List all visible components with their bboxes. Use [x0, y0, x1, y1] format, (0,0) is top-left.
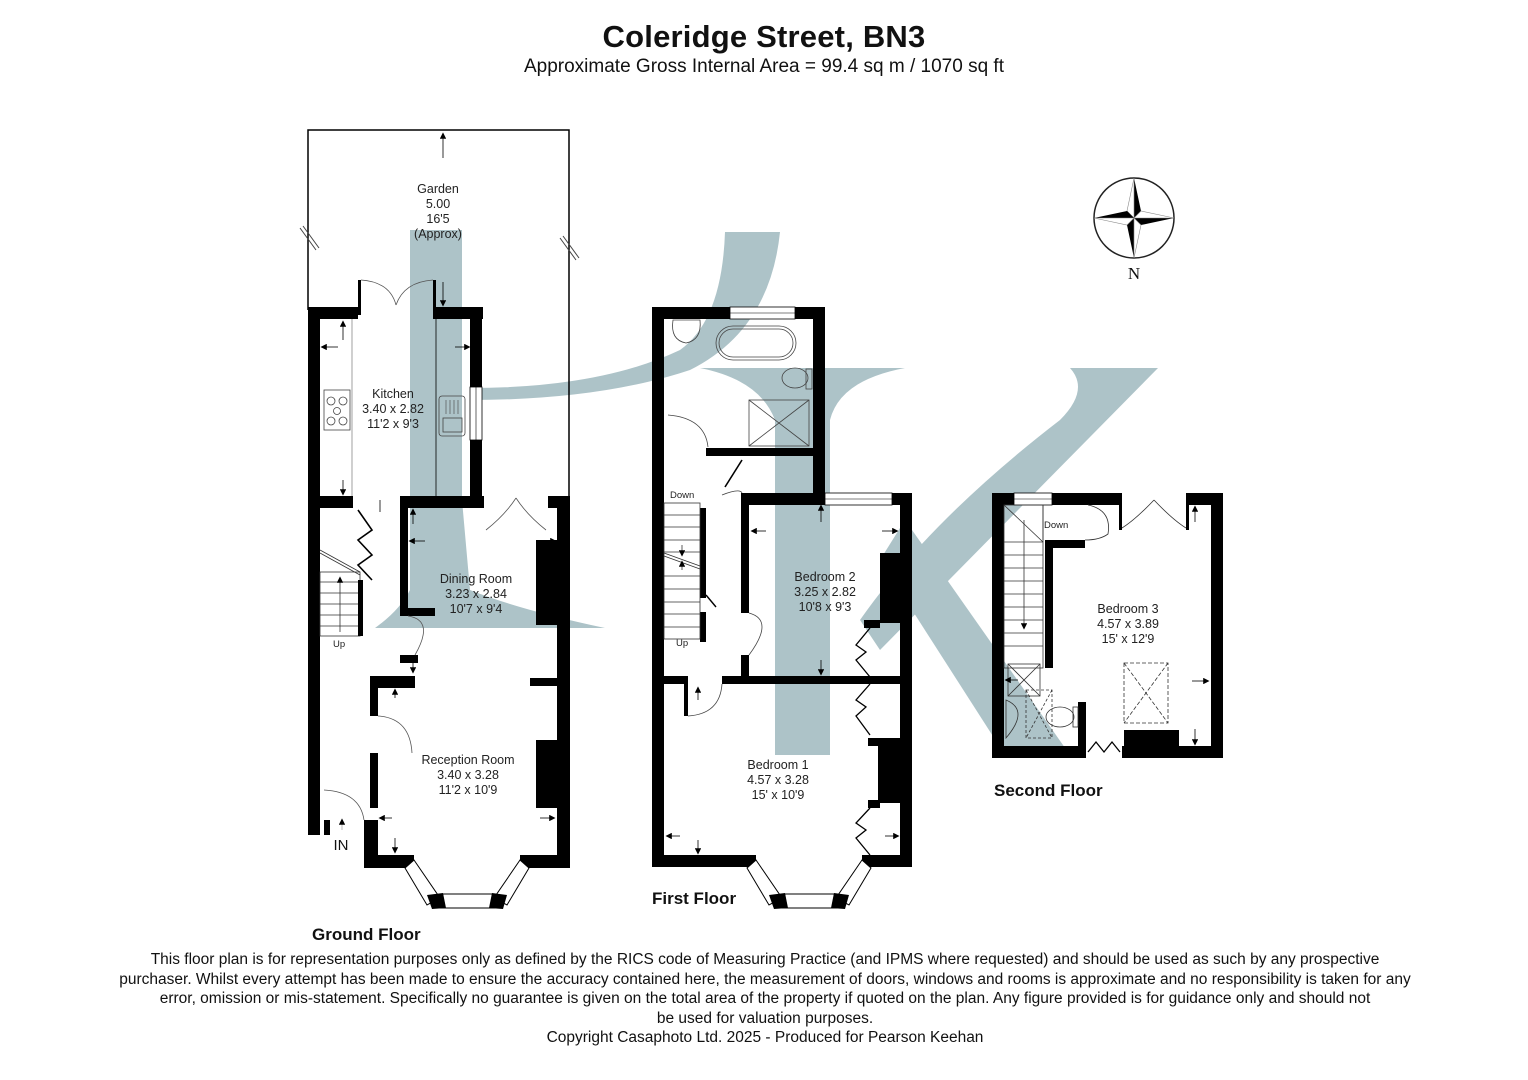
- svg-text:Bedroom 2: Bedroom 2: [794, 570, 855, 584]
- svg-text:3.25 x 2.82: 3.25 x 2.82: [794, 585, 856, 599]
- bathroom-fixtures: [667, 319, 813, 717]
- svg-text:10'8 x 9'3: 10'8 x 9'3: [799, 600, 852, 614]
- svg-text:15' x 12'9: 15' x 12'9: [1102, 632, 1155, 646]
- svg-text:3.40 x 3.28: 3.40 x 3.28: [437, 768, 499, 782]
- second-stairs-down-label: Down: [1044, 520, 1068, 531]
- svg-text:Reception Room: Reception Room: [421, 753, 514, 767]
- room-bedroom-1: Bedroom 1 4.57 x 3.28 15' x 10'9: [747, 758, 809, 802]
- svg-text:11'2 x 9'3: 11'2 x 9'3: [367, 417, 419, 431]
- svg-text:Bedroom 1: Bedroom 1: [747, 758, 808, 772]
- compass-rose-icon: [1093, 177, 1175, 259]
- svg-text:3.40 x 2.82: 3.40 x 2.82: [362, 402, 424, 416]
- copyright: Copyright Casaphoto Ltd. 2025 - Produced…: [546, 1029, 984, 1046]
- ground-floor-plan: Up Garden 5.00 16'5 (Approx) Kit: [299, 129, 580, 944]
- disclaimer-line: This floor plan is for representation pu…: [150, 951, 1380, 968]
- disclaimer: This floor plan is for representation pu…: [70, 950, 1460, 1048]
- svg-text:15' x 10'9: 15' x 10'9: [752, 788, 805, 802]
- ground-stairs-up-label: Up: [333, 639, 345, 650]
- second-floor-plan: Down Bedroom 3 4.57 x 3.89 15' x 12'9 Se…: [992, 492, 1223, 800]
- svg-text:Kitchen: Kitchen: [372, 387, 414, 401]
- first-floor-plan: Down Up Bedroom 2 3.25 x 2.82 10'8 x 9'3…: [652, 306, 912, 909]
- page-title: Coleridge Street, BN3: [602, 19, 926, 54]
- disclaimer-line: be used for valuation purposes.: [656, 1009, 874, 1027]
- second-floor-label: Second Floor: [994, 781, 1103, 800]
- room-kitchen: Kitchen 3.40 x 2.82 11'2 x 9'3: [362, 387, 424, 431]
- hob-icon: [323, 389, 351, 431]
- compass-north-label: N: [1128, 264, 1140, 283]
- disclaimer-line: purchaser. Whilst every attempt has been…: [119, 970, 1411, 988]
- ground-floor-label: Ground Floor: [312, 925, 421, 944]
- room-garden: Garden 5.00 16'5 (Approx): [414, 182, 462, 241]
- svg-text:(Approx): (Approx): [414, 227, 462, 241]
- svg-text:11'2 x 10'9: 11'2 x 10'9: [439, 783, 498, 797]
- first-stairs-down-label: Down: [670, 490, 694, 501]
- room-reception: Reception Room 3.40 x 3.28 11'2 x 10'9: [421, 753, 514, 797]
- svg-text:3.23 x 2.84: 3.23 x 2.84: [445, 587, 507, 601]
- room-bedroom-3: Bedroom 3 4.57 x 3.89 15' x 12'9: [1097, 602, 1159, 646]
- entrance-label: IN: [334, 837, 349, 854]
- svg-text:16'5: 16'5: [426, 212, 449, 226]
- first-stairs-up-label: Up: [676, 638, 688, 649]
- svg-text:Bedroom 3: Bedroom 3: [1097, 602, 1158, 616]
- svg-text:10'7 x 9'4: 10'7 x 9'4: [450, 602, 503, 616]
- gross-internal-area: Approximate Gross Internal Area = 99.4 s…: [523, 56, 1004, 77]
- svg-text:4.57 x 3.28: 4.57 x 3.28: [747, 773, 809, 787]
- svg-text:5.00: 5.00: [426, 197, 450, 211]
- room-bedroom-2: Bedroom 2 3.25 x 2.82 10'8 x 9'3: [794, 570, 856, 614]
- header: Coleridge Street, BN3 Approximate Gross …: [0, 18, 1528, 78]
- svg-text:Garden: Garden: [417, 182, 459, 196]
- svg-text:4.57 x 3.89: 4.57 x 3.89: [1097, 617, 1159, 631]
- disclaimer-line: error, omission or mis-statement. Specif…: [159, 990, 1371, 1007]
- room-dining: Dining Room 3.23 x 2.84 10'7 x 9'4: [440, 572, 512, 616]
- svg-text:Dining Room: Dining Room: [440, 572, 512, 586]
- sink-icon: [438, 395, 466, 437]
- first-floor-label: First Floor: [652, 889, 736, 908]
